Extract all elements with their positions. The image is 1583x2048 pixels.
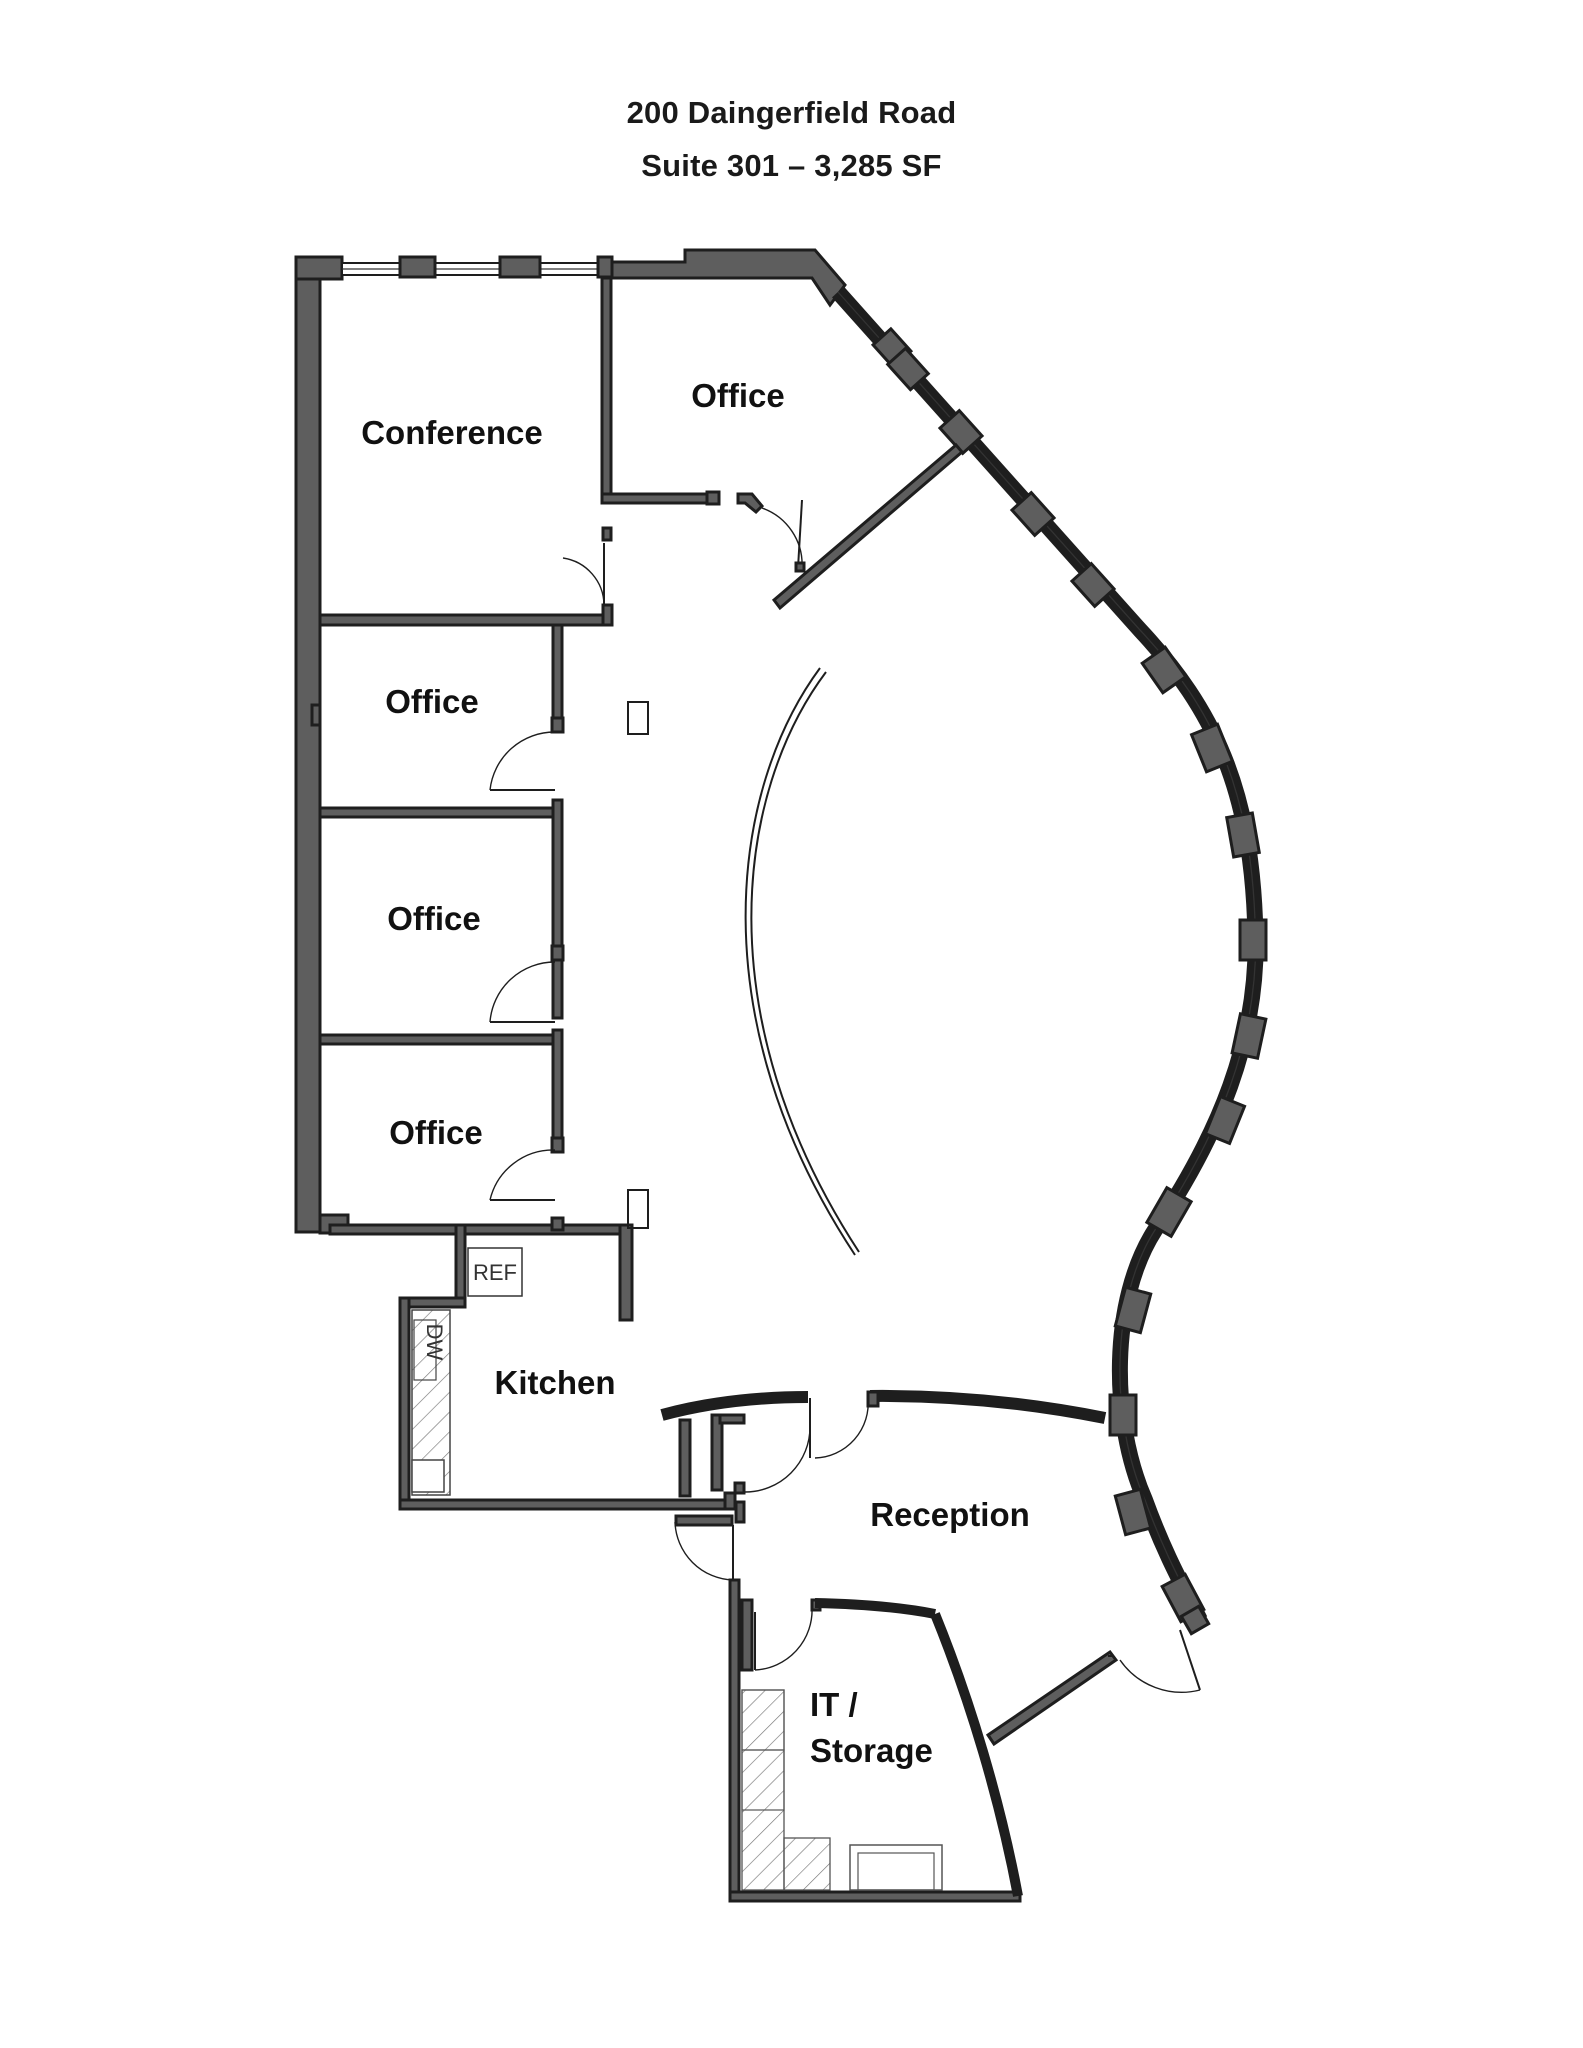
room-label-it-storage-line1: IT / <box>810 1686 858 1723</box>
plan-title-suite-area: Suite 301 – 3,285 SF <box>641 148 942 183</box>
it-storage-walls <box>728 1578 1119 1903</box>
room-label-office-1: Office <box>385 683 479 720</box>
room-label-office-top: Office <box>691 377 785 414</box>
refrigerator-label: REF <box>473 1260 517 1285</box>
exterior-wall-north <box>294 248 847 308</box>
dishwasher-label: DW <box>422 1324 447 1361</box>
room-label-kitchen: Kitchen <box>494 1364 615 1401</box>
column-chase-north <box>627 701 649 735</box>
room-label-office-3: Office <box>389 1114 483 1151</box>
wall-reception-west-entry <box>674 1514 734 1581</box>
room-label-reception: Reception <box>870 1496 1030 1533</box>
kitchen-walls <box>398 1223 737 1511</box>
column-chase-south <box>627 1189 649 1229</box>
room-label-conference: Conference <box>361 414 543 451</box>
curved-feature-wall <box>744 667 860 1256</box>
wall-office-1 <box>310 623 565 1020</box>
wall-conference-office <box>318 276 765 627</box>
it-storage-shelving-hatched <box>741 1689 943 1891</box>
exterior-curtain-wall-east <box>832 286 1268 1636</box>
room-label-it-storage-line2: Storage <box>810 1732 933 1769</box>
wall-reception-north <box>660 1389 1107 1524</box>
exterior-wall-west <box>294 255 322 1234</box>
plan-title-address: 200 Daingerfield Road <box>626 95 957 130</box>
room-label-office-2: Office <box>387 900 481 937</box>
kitchen-counter-hatched <box>411 1309 451 1496</box>
reception-east-door <box>1119 1629 1201 1693</box>
refrigerator: REF <box>467 1247 523 1297</box>
wall-office-3 <box>318 1149 634 1322</box>
wall-office-2 <box>318 944 565 1154</box>
wall-office-top-east <box>761 442 965 611</box>
